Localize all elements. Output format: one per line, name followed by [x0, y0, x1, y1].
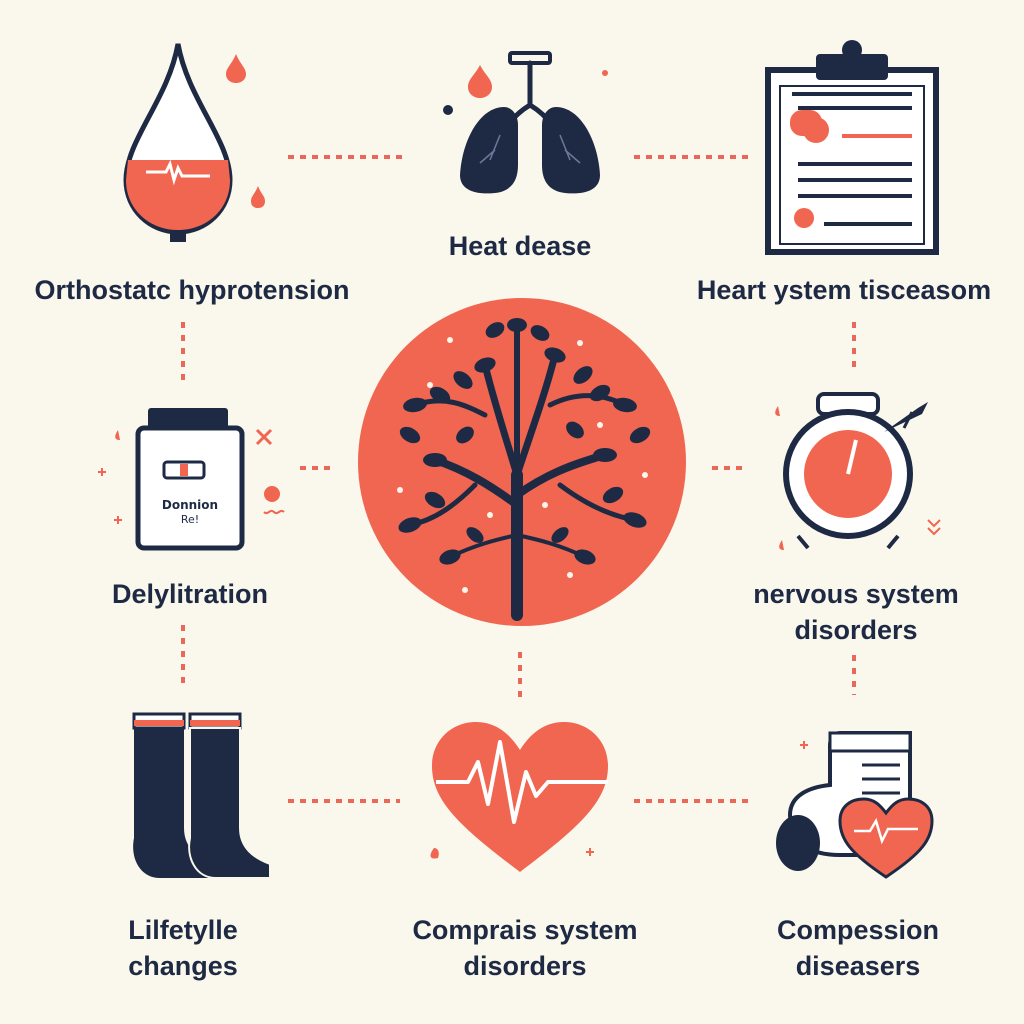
connector-top-right [634, 155, 752, 159]
connector-left-upper [181, 322, 185, 382]
connector-right-upper [852, 322, 856, 372]
connector-middle-right [712, 466, 748, 470]
gauge-icon [775, 392, 941, 550]
label-top-center: Heat dease [448, 231, 592, 261]
socks-icon [132, 712, 271, 879]
lungs-icon [443, 51, 608, 194]
connector-left-lower [181, 625, 185, 687]
connector-bottom-left [288, 799, 400, 803]
connector-right-lower [852, 655, 856, 695]
heart-pulse-icon [430, 722, 608, 872]
connector-middle-left [300, 466, 334, 470]
blood-drop-icon [123, 43, 265, 242]
clipboard-icon [765, 40, 939, 255]
label-middle-left: Delylitration [111, 579, 269, 609]
label-bottom-left: Lilfetylle changes [128, 915, 238, 981]
jar-label-line-1: Donnion [161, 498, 219, 512]
medicine-jar-icon [98, 408, 285, 551]
label-middle-right: nervous system disorders [753, 579, 959, 645]
connector-bottom-right [634, 799, 754, 803]
connector-top-left [288, 155, 402, 159]
compression-device-icon [776, 731, 934, 879]
label-bottom-right: Compession diseasers [776, 915, 940, 981]
tree-icon [358, 298, 686, 626]
label-top-right: Heart ystem tisceasom [696, 275, 992, 305]
connector-center-lower [518, 652, 522, 700]
jar-label-line-2: Re! [180, 513, 200, 526]
label-top-left: Orthostatc hyprotension [34, 275, 350, 305]
label-bottom-center: Comprais system disorders [412, 915, 638, 981]
